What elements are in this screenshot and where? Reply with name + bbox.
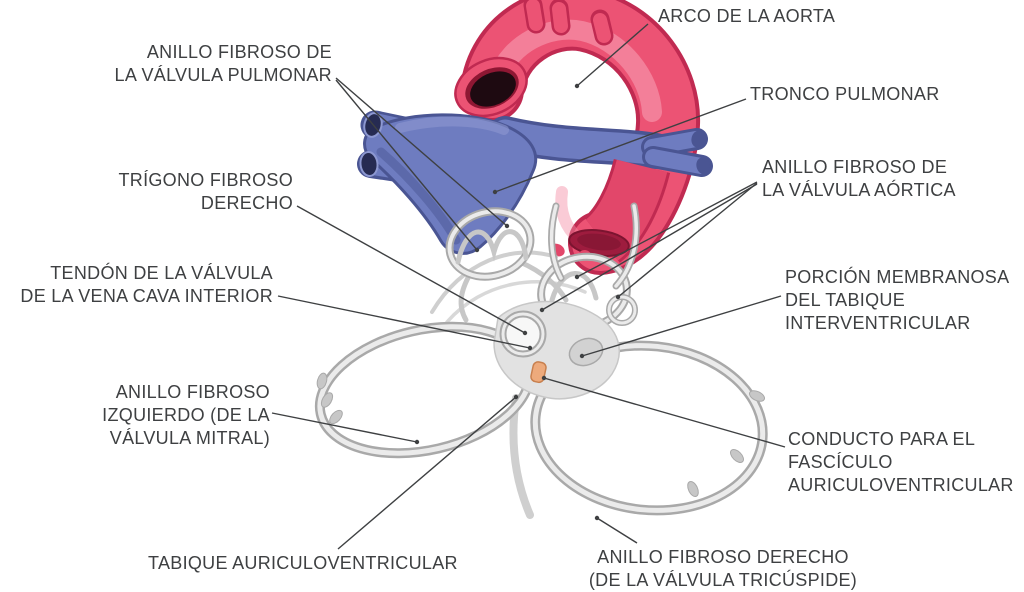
leader-dot-anillo-fibroso-valvula-pulmonar	[474, 247, 480, 253]
leader-dot-tronco-pulmonar	[492, 189, 498, 195]
leader-line-anillo-fibroso-valvula-pulmonar	[335, 77, 508, 227]
leader-dot-anillo-fibroso-derecho-tricuspide	[594, 515, 600, 521]
pulmonary-trunk-illustration	[357, 110, 713, 255]
aortic-valve-ring	[537, 202, 640, 332]
leader-dot-arco-de-la-aorta	[574, 83, 580, 89]
leader-line-anillo-fibroso-valvula-aortica	[576, 181, 758, 278]
leader-dot-anillo-fibroso-valvula-pulmonar	[504, 223, 510, 229]
leader-line-conducto-fasciculo-auriculoventricular	[543, 377, 786, 448]
leader-line-porcion-membranosa-tabique	[581, 295, 782, 357]
leader-dot-anillo-fibroso-valvula-aortica	[574, 274, 580, 280]
leader-line-anillo-fibroso-valvula-aortica	[541, 183, 758, 311]
ascending-aorta-stub	[549, 158, 671, 263]
leader-line-arco-de-la-aorta	[576, 23, 649, 87]
aorta-branch-stubs	[523, 0, 614, 46]
leader-line-anillo-fibroso-valvula-pulmonar	[335, 79, 478, 251]
leader-line-anillo-fibroso-izquierdo-mitral	[271, 412, 418, 443]
leader-line-tronco-pulmonar	[494, 98, 747, 193]
leader-dot-conducto-fasciculo-auriculoventricular	[541, 375, 547, 381]
leader-dot-anillo-fibroso-valvula-aortica	[539, 307, 545, 313]
leader-dot-anillo-fibroso-valvula-aortica	[615, 294, 621, 300]
leader-dot-tendon-valvula-vena-cava	[527, 345, 533, 351]
leader-line-anillo-fibroso-derecho-tricuspide	[596, 517, 638, 544]
leader-lines	[271, 23, 786, 550]
leader-line-tabique-auriculoventricular	[337, 396, 517, 550]
leader-dot-trigono-fibroso-derecho	[522, 330, 528, 336]
leader-line-trigono-fibroso-derecho	[296, 205, 526, 334]
leader-line-tendon-valvula-vena-cava	[277, 295, 531, 349]
leader-dot-anillo-fibroso-izquierdo-mitral	[414, 439, 420, 445]
leader-dot-tabique-auriculoventricular	[513, 394, 519, 400]
leader-line-anillo-fibroso-valvula-aortica	[617, 182, 758, 298]
leader-dot-porcion-membranosa-tabique	[579, 353, 585, 359]
membranous-septum	[568, 337, 604, 367]
aorta-cut-opening	[454, 56, 528, 118]
